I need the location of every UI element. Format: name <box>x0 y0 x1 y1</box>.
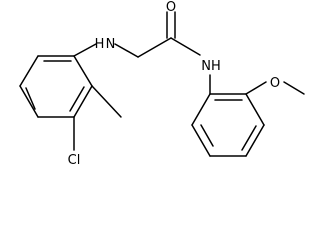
methyl-bond <box>91 85 122 118</box>
ring-right-bond-3 <box>245 124 265 157</box>
ring-left-bond-3 <box>73 85 93 118</box>
carbonyl-oxygen-label: O <box>166 0 176 15</box>
ring-right-double-3 <box>200 124 214 147</box>
amine-to-ch2-bond <box>114 43 139 58</box>
ring-right-bond-2 <box>245 93 265 126</box>
methoxyphenyl-ring <box>191 93 265 157</box>
ring-left-bond-5 <box>19 85 39 118</box>
chloromethylphenyl-ring <box>19 55 93 118</box>
ch2-to-carbonyl-bond <box>137 37 172 58</box>
amine-nh-label: H N <box>95 37 116 52</box>
ring-right-bond-6 <box>191 93 211 126</box>
ring-left-double-2 <box>69 86 85 112</box>
ring-to-methoxy-o-bond <box>245 81 267 95</box>
methoxy-o-to-methyl-bond <box>283 81 305 95</box>
chlorine-label: Cl <box>68 153 81 168</box>
methoxy-oxygen-label: O <box>270 76 280 91</box>
carbonyl-to-amide-bond <box>170 37 201 56</box>
ring-left-bond-2 <box>73 55 93 87</box>
amide-nh-label: NH <box>201 59 221 74</box>
chemical-structure-diagram: H N O NH O Cl <box>19 0 305 168</box>
ring-to-amine-bond <box>73 43 97 57</box>
ring-right-double-2 <box>241 125 257 151</box>
ring-left-double-3 <box>25 87 36 110</box>
ring-right-bond-5 <box>191 124 211 157</box>
ring-left-bond-6 <box>19 55 39 87</box>
